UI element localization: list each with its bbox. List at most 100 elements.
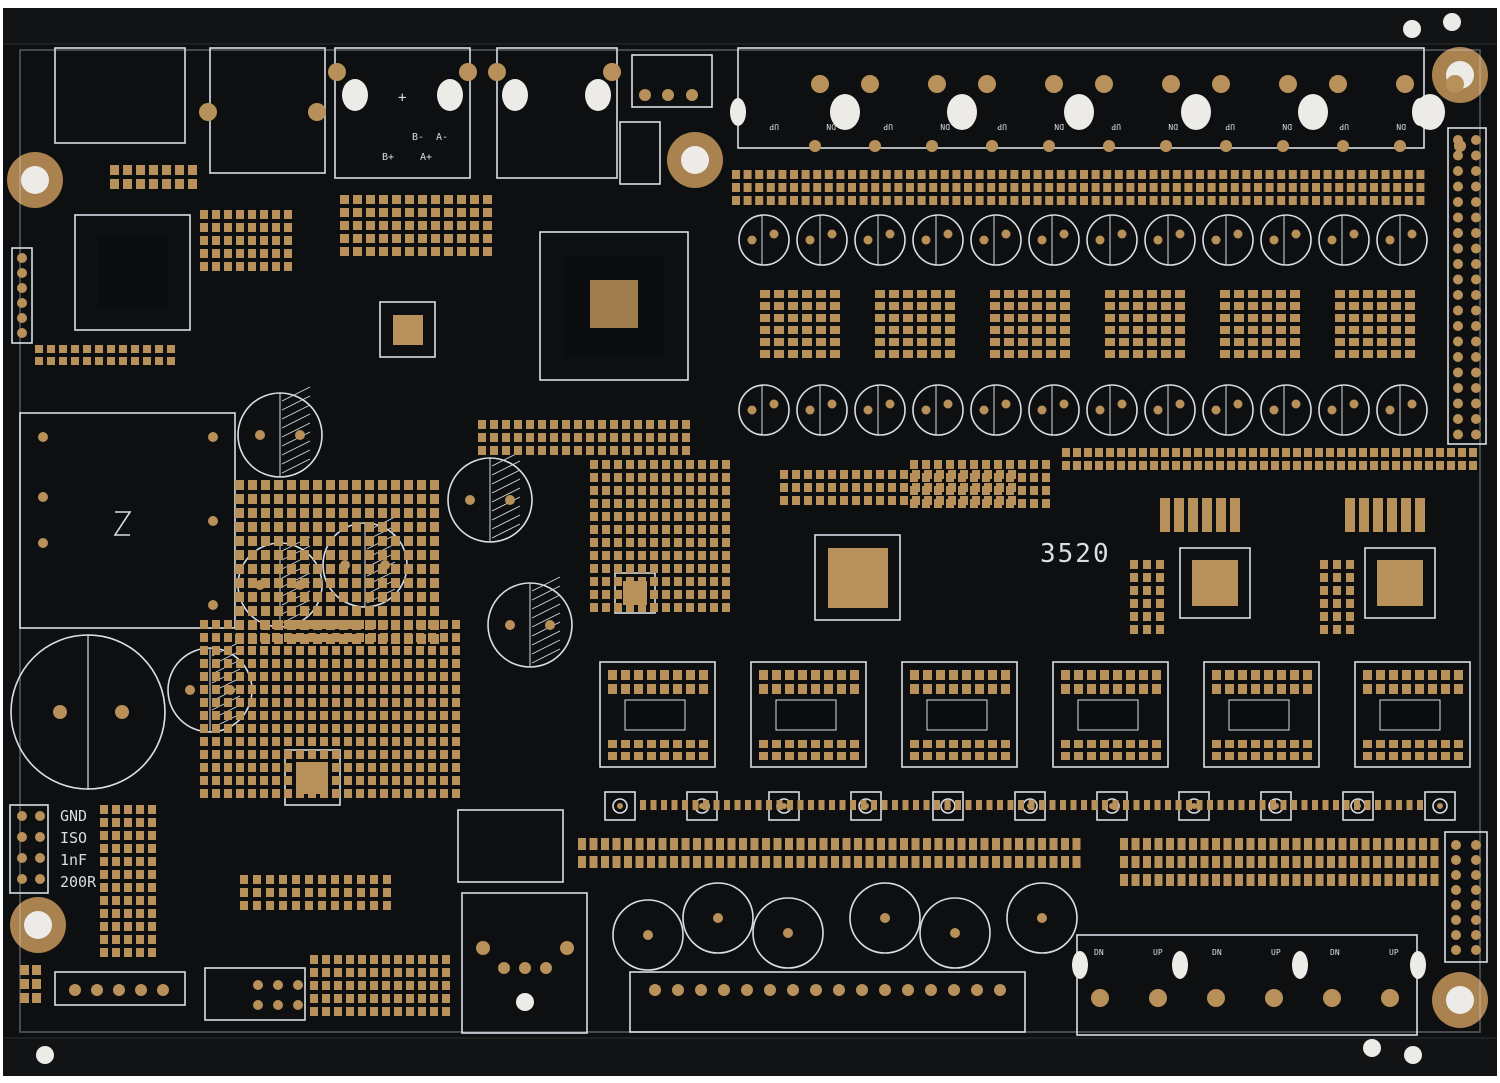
- top-connector-pin: [1220, 140, 1232, 152]
- strip-pad: [1112, 800, 1119, 810]
- smd-pad-group: [1320, 560, 1354, 634]
- strip-pad: [808, 800, 814, 810]
- strip-pad: [860, 800, 867, 810]
- indicator-led-rows: [738, 214, 1428, 436]
- jumper-label-iso: ISO: [60, 829, 87, 847]
- header-pin: [1453, 305, 1463, 316]
- top-connector-hole: [1412, 98, 1428, 126]
- top-left-connectors: + B- A- B+ A+: [54, 47, 713, 185]
- indicator-led: [854, 214, 906, 266]
- indicator-led: [854, 384, 906, 436]
- header-pin: [1453, 321, 1463, 331]
- header-pin: [1471, 855, 1481, 865]
- header-pin: [1471, 383, 1481, 393]
- strip-pad: [766, 800, 772, 810]
- top-connector-pad: [811, 75, 829, 93]
- header-pin: [1471, 212, 1481, 223]
- right-pin-header: [1447, 127, 1487, 445]
- bottom-connector-pin: [925, 984, 937, 996]
- strip-pad: [1039, 800, 1045, 810]
- strip-pad: [1217, 800, 1224, 810]
- smd-pad-group: [910, 670, 1010, 694]
- indicator-led: [1144, 214, 1196, 266]
- smd-pad-group: [1062, 448, 1477, 470]
- header-pin: [1471, 321, 1481, 331]
- jumper-pin: [35, 811, 45, 821]
- strip-pad: [1312, 800, 1318, 810]
- indicator-led: [1260, 214, 1312, 266]
- header-pin: [1471, 228, 1481, 238]
- bottom-connector-pin: [91, 984, 103, 996]
- header-pin: [17, 313, 27, 323]
- strip-pad: [965, 800, 972, 810]
- bottom-connector-pin: [948, 984, 960, 996]
- top-connector-pad: [978, 75, 996, 93]
- smd-pad-group: [110, 165, 197, 189]
- header-pin: [1453, 274, 1463, 285]
- header-pin: [1453, 352, 1463, 362]
- smd-pad-group: [590, 460, 730, 612]
- jumper-label-1nf: 1nF: [60, 851, 87, 869]
- top-connector-label: UP: [883, 122, 893, 131]
- header-pin: [1471, 414, 1481, 424]
- bottom-connector-label: DN: [1330, 948, 1340, 957]
- driver-module: [1203, 661, 1320, 768]
- strip-pad: [997, 800, 1003, 810]
- strip-pad: [650, 800, 657, 810]
- strip-pad: [1196, 800, 1203, 810]
- header-pin: [1451, 900, 1461, 910]
- smd-pad-group: [1220, 290, 1300, 358]
- top-connector-pad: [1212, 75, 1230, 93]
- indicator-led: [796, 384, 848, 436]
- smd-pad-group: [1212, 670, 1312, 694]
- top-connector-pin: [1043, 140, 1055, 152]
- strip-pad: [1259, 800, 1266, 810]
- strip-pad: [1165, 800, 1171, 810]
- electrolytic-capacitor: [447, 451, 533, 543]
- smd-pad-group: [608, 670, 708, 694]
- strip-pad: [1417, 800, 1423, 810]
- header-pin: [1471, 398, 1481, 409]
- top-connector-pad: [1045, 75, 1063, 93]
- electrolytic-capacitor: [487, 576, 573, 668]
- strip-pad: [955, 800, 961, 810]
- bottom-connector-pad: [1323, 989, 1341, 1007]
- header-pin: [1453, 212, 1463, 223]
- strip-pad: [734, 800, 741, 810]
- bottom-connector-label: UP: [1271, 948, 1281, 957]
- top-connector-pad: [1095, 75, 1113, 93]
- top-connector-pin: [1277, 140, 1289, 152]
- strip-pad: [1249, 800, 1255, 810]
- smd-pad-group: [910, 740, 1010, 760]
- smd-pad-group: [1061, 740, 1161, 760]
- large-capacitor: [10, 634, 166, 790]
- strip-pad: [892, 800, 898, 810]
- bottom-connector-pin: [157, 984, 169, 996]
- strip-pad: [671, 800, 678, 810]
- bottom-connector-pad: [1265, 989, 1283, 1007]
- strip-pad: [923, 800, 930, 810]
- indicator-led: [1376, 214, 1428, 266]
- top-connector-hole: [1064, 94, 1094, 130]
- indicator-led: [912, 384, 964, 436]
- strip-pad: [1049, 800, 1056, 810]
- right-pin-header-lower: [1444, 831, 1488, 963]
- bottom-connector-label: UP: [1153, 948, 1163, 957]
- header-pin: [1471, 274, 1481, 285]
- mounting-holes: [7, 47, 1488, 1028]
- jumper-pin: [35, 874, 45, 884]
- smd-pad-group: [35, 345, 175, 365]
- driver-module: [599, 661, 716, 768]
- plus-label: +: [398, 90, 406, 106]
- indicator-led: [1318, 384, 1370, 436]
- bottom-connector-pin: [787, 984, 799, 996]
- indicator-led: [970, 214, 1022, 266]
- header-pin: [1453, 336, 1463, 347]
- bottom-connector-pin: [293, 1000, 303, 1010]
- header-pin: [1453, 166, 1463, 176]
- strip-pad: [871, 800, 877, 810]
- smd-pad-group: [578, 838, 1081, 868]
- bottom-connector-pin: [273, 1000, 283, 1010]
- bottom-connector-pin: [672, 984, 684, 996]
